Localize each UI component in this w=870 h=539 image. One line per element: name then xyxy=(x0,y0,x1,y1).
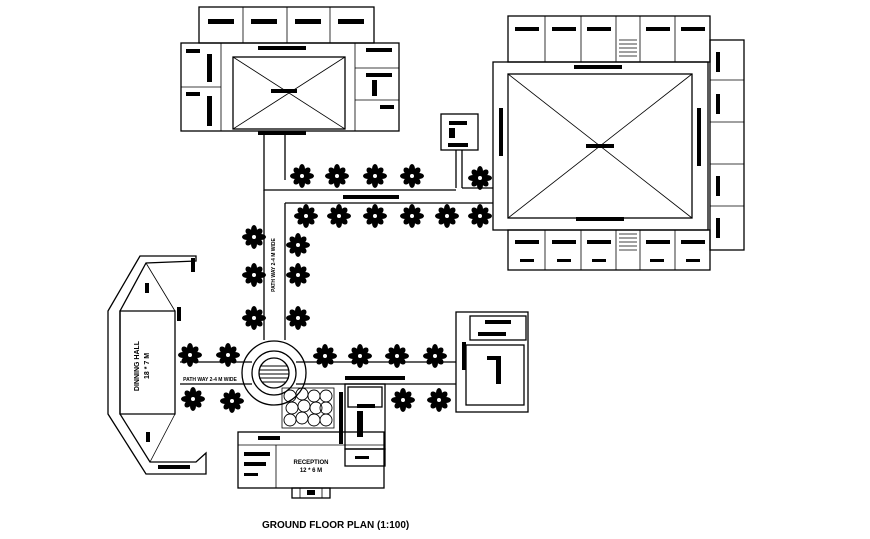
pathway-horizontal-label: PATH WAY 2-4 M WIDE xyxy=(183,377,237,383)
roundabout xyxy=(241,340,307,406)
kiosk xyxy=(440,113,479,188)
dining-hall-size: 18 * 7 M xyxy=(144,353,151,379)
garden-patch xyxy=(281,387,335,429)
east-building xyxy=(492,15,745,271)
dining-hall: DINNING HALL 18 * 7 M xyxy=(107,255,207,475)
reception-size: 12 * 6 M xyxy=(300,468,322,474)
reception-label: RECEPTION xyxy=(293,460,328,466)
south-east-block xyxy=(455,311,529,413)
drawing-title: GROUND FLOOR PLAN (1:100) xyxy=(262,520,410,531)
trees xyxy=(178,164,492,413)
reception: RECEPTION 12 * 6 M xyxy=(237,383,386,499)
north-west-building xyxy=(180,6,400,135)
dining-hall-label: DINNING HALL xyxy=(134,340,141,391)
pathway-vertical-label: PATH WAY 2-4 M WIDE xyxy=(271,237,277,291)
